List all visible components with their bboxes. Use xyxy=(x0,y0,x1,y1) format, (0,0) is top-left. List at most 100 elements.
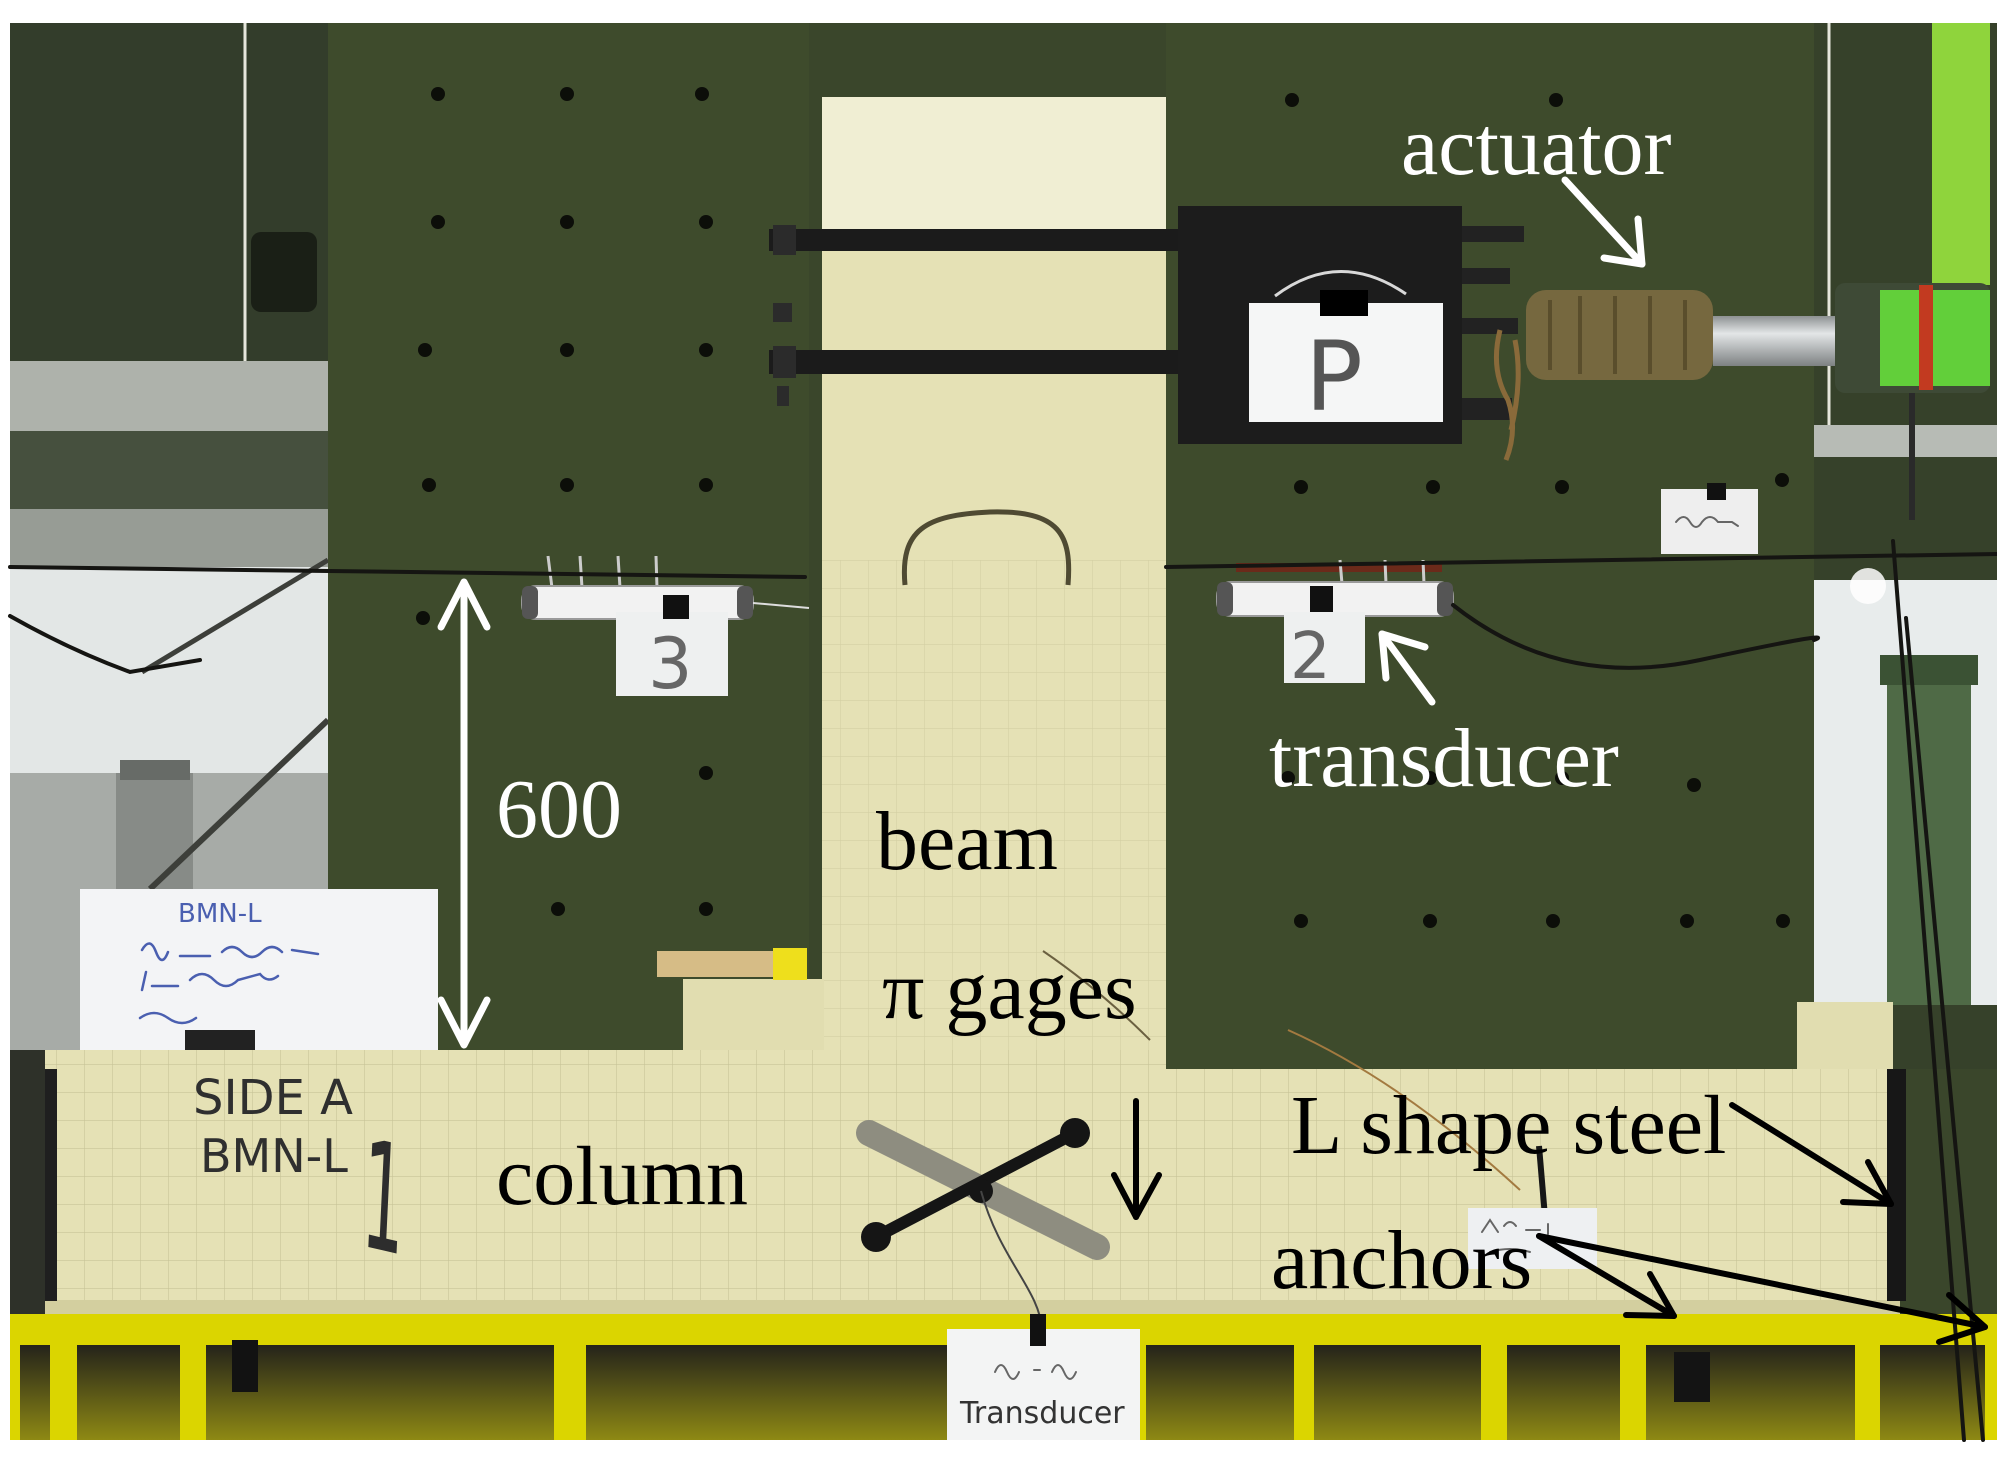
bolt-hole xyxy=(1294,914,1308,928)
gage-wire xyxy=(1042,950,1151,1041)
wall-card-scribble xyxy=(1675,516,1739,528)
transducer-end-cap xyxy=(1217,582,1233,616)
transducer-right xyxy=(1216,559,1454,617)
steel-girder-lower xyxy=(10,509,328,567)
actuator-arrow-head xyxy=(1600,215,1646,268)
plate-card xyxy=(1249,303,1443,422)
bolt-hole xyxy=(1775,473,1789,487)
bolt-hole xyxy=(1294,480,1308,494)
plate-bolt xyxy=(1462,268,1510,284)
brace-rod-left xyxy=(147,717,331,892)
base-bay xyxy=(20,1345,50,1440)
bolt-hole xyxy=(1423,771,1437,785)
l-shape-steel-anchor xyxy=(1887,1069,1906,1301)
transducer-tag-right-number: 2 xyxy=(1290,620,1331,694)
specimen-info-paper xyxy=(80,889,438,1050)
pi-gages-label: π gages xyxy=(882,944,1137,1037)
bolt-hole xyxy=(699,478,713,492)
anchors-arrow-shaft-2 xyxy=(1536,1233,1988,1330)
actuator-red-band xyxy=(1919,285,1933,390)
anchors-arrow-head-1 xyxy=(1623,1271,1677,1319)
column-side-label: SIDE A xyxy=(193,1070,353,1126)
bolt-hole xyxy=(1555,771,1569,785)
column-specimen-label: BMN-L xyxy=(200,1129,348,1183)
bolt-hole xyxy=(560,478,574,492)
actuator-rod xyxy=(1713,316,1848,366)
green-lifting-strap xyxy=(1932,23,1990,285)
bolt-hole xyxy=(699,902,713,916)
transducer-guide-rod xyxy=(1236,563,1442,572)
transducer-end-cap xyxy=(737,586,753,619)
beam-grid xyxy=(822,560,1166,1057)
base-clamp xyxy=(1674,1352,1710,1402)
transducer-tag-left xyxy=(616,612,728,696)
lab-wall-white-left xyxy=(10,567,328,773)
plate-arc xyxy=(1274,270,1407,298)
lab-wall-mid-left xyxy=(10,431,328,509)
bolt-hole xyxy=(699,215,713,229)
cable-right-transducer xyxy=(1451,603,1821,670)
steel-girder-right xyxy=(1814,425,1997,457)
lab-equipment-left xyxy=(251,232,317,312)
pi-gage-cross xyxy=(856,1118,1110,1331)
base-bay xyxy=(1880,1345,1985,1440)
lab-background-right xyxy=(1814,23,1997,1069)
steel-girder-upper xyxy=(10,361,328,431)
actuator-green-tape xyxy=(1880,290,1990,386)
bolt-hole xyxy=(560,343,574,357)
transducer-body xyxy=(1216,581,1454,617)
anchors-arrow-shaft-1 xyxy=(1536,1233,1677,1319)
cable-left-lower xyxy=(8,614,202,675)
anchors-arrows xyxy=(1536,1233,1988,1345)
anchor-bolt xyxy=(1536,1145,1548,1218)
transducer-arrow-head xyxy=(1378,630,1429,682)
height-label: 600 xyxy=(496,763,622,856)
anchor-wire xyxy=(1287,1029,1521,1191)
bolt-hole xyxy=(560,215,574,229)
plate-bolt xyxy=(1462,318,1518,334)
bottom-card-clip xyxy=(1030,1314,1046,1346)
transducer-end-cap xyxy=(1437,582,1453,616)
bolt-hole xyxy=(1549,93,1563,107)
pi-gage-mount xyxy=(1060,1118,1090,1148)
transducer-spring xyxy=(616,555,622,589)
transducer-end-cap xyxy=(522,586,538,619)
column-step-left xyxy=(683,979,824,1056)
column-end-shadow xyxy=(10,1050,45,1314)
transducer-clip-left xyxy=(663,595,689,619)
hydraulic-unit-cap xyxy=(1880,655,1978,685)
bolt-hole xyxy=(418,343,432,357)
actuator-fibers xyxy=(1493,329,1521,461)
anchors-label: anchors xyxy=(1271,1214,1532,1307)
actuator-wrap-texture xyxy=(1548,296,1687,374)
pi-gages-arrow-head xyxy=(1111,1172,1162,1220)
bolt-hole xyxy=(551,902,565,916)
height-arrow-head-top xyxy=(437,578,491,631)
strap-bolt xyxy=(773,346,796,378)
actuator-label: actuator xyxy=(1401,100,1672,193)
brace-rod-left-2 xyxy=(140,557,330,675)
support-post-left xyxy=(116,773,193,889)
reaction-wall-left-holes xyxy=(416,87,713,916)
bolt-hole xyxy=(1281,771,1295,785)
base-bay xyxy=(586,1345,947,1440)
strap-bolt xyxy=(773,303,792,322)
anchor-card-scribble xyxy=(1481,1218,1549,1253)
bolt-hole xyxy=(695,87,709,101)
transducer-clip-right xyxy=(1310,586,1333,612)
bolt-hole xyxy=(1776,914,1790,928)
height-arrow-head-bottom xyxy=(437,996,491,1049)
transducer-arrow xyxy=(1378,630,1436,706)
actuator-body xyxy=(1526,290,1713,380)
transducer-label: transducer xyxy=(1269,712,1619,805)
bolt-hole xyxy=(1555,480,1569,494)
paper-scribble xyxy=(138,1011,198,1025)
beam-label: beam xyxy=(876,795,1058,888)
reaction-wall-right-holes xyxy=(1281,93,1790,928)
column-number-label: 1 xyxy=(358,1108,409,1291)
strap-bolt xyxy=(773,225,796,255)
yellow-tag xyxy=(773,948,807,980)
beam-strap-upper xyxy=(769,229,1211,251)
bottom-card-text: Transducer xyxy=(959,1396,1125,1431)
wall-card-clip xyxy=(1707,483,1726,500)
